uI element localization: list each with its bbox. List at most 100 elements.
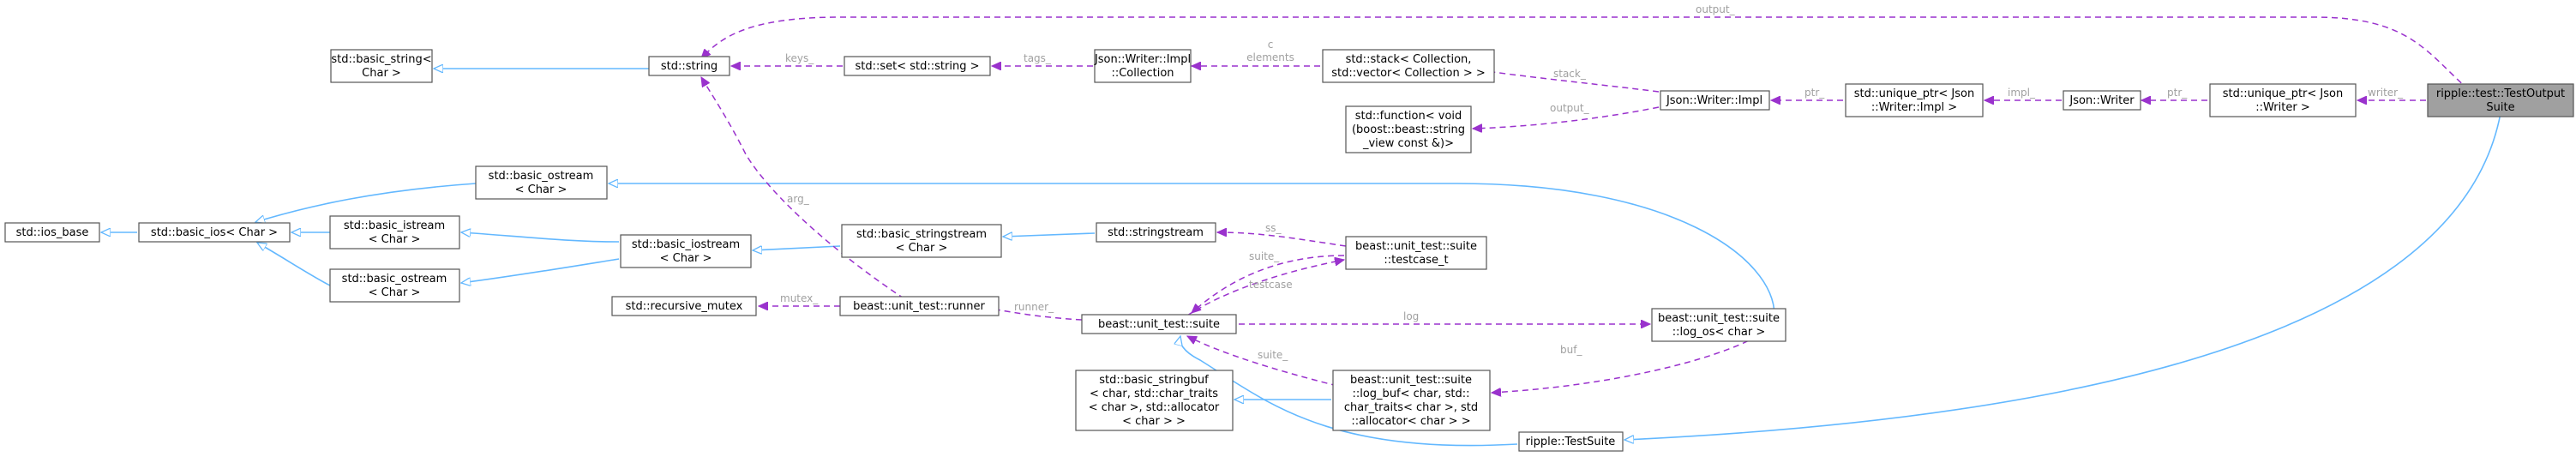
node-label-line: < char > >	[1122, 415, 1186, 428]
edge-label-tags: tags_	[1024, 52, 1052, 64]
node-label-line: std::unique_ptr< Json	[2223, 87, 2343, 100]
edges	[101, 16, 2501, 447]
node-suite[interactable]: beast::unit_test::suite	[1081, 314, 1237, 334]
nodes: ripple::test::TestOutput Suite std::uniq…	[4, 49, 2574, 452]
edge-label-ptr-writer: ptr_	[2167, 87, 2188, 99]
node-label-line: ripple::TestSuite	[1526, 436, 1616, 448]
edge-stack	[1480, 70, 1660, 93]
node-label-line: std::unique_ptr< Json	[1854, 87, 1974, 100]
node-json-writer[interactable]: Json::Writer	[2063, 90, 2141, 111]
edge-label-testcase: testcase	[1249, 279, 1293, 291]
node-label-line: std::stack< Collection,	[1346, 53, 1472, 66]
edge-basic-iostream-to-basic-istream	[461, 232, 620, 243]
node-std-string[interactable]: std::string	[648, 56, 730, 76]
edge-basic-ostream-top-to-basic-ios	[255, 183, 477, 222]
node-label-line: ::log_os< char >	[1672, 326, 1766, 339]
edge-label-writer: writer_	[2368, 87, 2404, 99]
node-label-line: std::stringstream	[1108, 226, 1204, 239]
node-stack-collection[interactable]: std::stack< Collection, std::vector< Col…	[1322, 49, 1495, 83]
node-recursive-mutex[interactable]: std::recursive_mutex	[611, 296, 757, 316]
node-basic-ostream-top[interactable]: std::basic_ostream < Char >	[475, 165, 608, 200]
node-label-line: < Char >	[896, 242, 948, 255]
node-label-line: std::basic_string<	[331, 53, 431, 66]
edge-label-log: log	[1403, 310, 1419, 322]
edge-ss	[1217, 232, 1347, 247]
node-label-line: beast::unit_test::suite	[1098, 318, 1220, 331]
node-label-line: Json::Writer::Impl	[1094, 53, 1191, 66]
edge-label-c: c	[1268, 39, 1274, 51]
edge-label-impl: impl_	[2008, 87, 2036, 99]
node-label-line: Suite	[2486, 101, 2514, 114]
edge-basic-iostream-to-basic-ostream-bottom	[461, 258, 620, 283]
edge-label-buf: buf_	[1560, 344, 1582, 356]
edge-arg	[700, 77, 914, 305]
node-basic-stringbuf[interactable]: std::basic_stringbuf < char, std::char_t…	[1075, 370, 1234, 431]
node-std-function[interactable]: std::function< void (boost::beast::strin…	[1345, 105, 1472, 153]
node-label-line: std::basic_ostream	[342, 273, 447, 286]
edge-label-arg: arg_	[787, 193, 810, 205]
node-basic-stringstream[interactable]: std::basic_stringstream < Char >	[841, 224, 1002, 258]
node-label-line: < Char >	[369, 233, 421, 246]
node-label-line: Json::Writer::Impl	[1666, 94, 1762, 107]
edge-label-suite-top: suite_	[1249, 250, 1280, 262]
node-basic-ios[interactable]: std::basic_ios< Char >	[138, 222, 291, 243]
node-label-line: < Char >	[660, 252, 712, 265]
node-runner[interactable]: beast::unit_test::runner	[839, 296, 1000, 316]
edge-labels: output_ writer_ ptr_ impl_ ptr_ stack_ o…	[780, 3, 2404, 361]
edge-suite-top	[1192, 255, 1345, 313]
node-set-string[interactable]: std::set< std::string >	[844, 56, 991, 76]
node-label-line: std::function< void	[1355, 110, 1462, 123]
node-basic-ostream-bottom[interactable]: std::basic_ostream < Char >	[329, 268, 460, 303]
node-label-line: std::ios_base	[16, 226, 89, 239]
edge-label-mutex: mutex_	[780, 292, 819, 304]
node-unique-ptr-writer-impl[interactable]: std::unique_ptr< Json ::Writer::Impl >	[1845, 83, 1984, 117]
edge-stringstream-to-basic-stringstream	[1003, 233, 1096, 237]
edge-log-os-to-basic-ostream-top	[609, 183, 1775, 316]
node-label-line: std::basic_iostream	[632, 238, 740, 251]
node-label-line: std::basic_ostream	[489, 170, 594, 183]
node-label-line: Char >	[362, 67, 401, 80]
node-label-line: ::Writer >	[2255, 101, 2309, 114]
node-label-line: _view const &)>	[1362, 137, 1454, 150]
node-label-line: std::basic_ios< Char >	[151, 226, 278, 239]
node-label-line: ::log_buf< char, std::	[1352, 388, 1469, 400]
node-ripple-test-suite[interactable]: ripple::TestSuite	[1518, 431, 1624, 452]
edge-runner	[982, 307, 1083, 321]
node-log-buf[interactable]: beast::unit_test::suite ::log_buf< char,…	[1332, 370, 1491, 431]
node-log-os[interactable]: beast::unit_test::suite ::log_os< char >	[1651, 308, 1786, 342]
node-label-line: < Char >	[369, 286, 421, 299]
node-label-line: (boost::beast::string	[1352, 123, 1465, 136]
node-stringstream[interactable]: std::stringstream	[1096, 222, 1216, 243]
edge-suite-bottom	[1187, 335, 1338, 387]
node-label-line: Json::Writer	[2069, 94, 2135, 107]
edge-label-runner: runner_	[1014, 301, 1054, 313]
node-label-line: < char, std::char_traits	[1090, 388, 1218, 400]
node-basic-iostream[interactable]: std::basic_iostream < Char >	[620, 234, 752, 268]
node-label-line: std::set< std::string >	[856, 60, 980, 73]
edge-buf	[1492, 335, 1758, 393]
edge-test-output-suite-to-ripple-testsuite	[1624, 112, 2501, 440]
edge-testcase	[1186, 260, 1344, 316]
edge-output-to-std-string	[701, 16, 2470, 91]
node-label-line: ripple::test::TestOutput	[2436, 87, 2565, 100]
node-basic-string[interactable]: std::basic_string< Char >	[330, 49, 433, 83]
edge-label-suite-bottom: suite_	[1258, 349, 1288, 361]
node-basic-istream[interactable]: std::basic_istream < Char >	[329, 215, 460, 250]
node-unique-ptr-writer[interactable]: std::unique_ptr< Json ::Writer >	[2209, 83, 2357, 117]
edge-label-ptr-impl: ptr_	[1804, 87, 1825, 99]
node-label-line: ::allocator< char > >	[1351, 415, 1470, 428]
node-test-output-suite[interactable]: ripple::test::TestOutput Suite	[2427, 83, 2574, 117]
node-writer-impl[interactable]: Json::Writer::Impl	[1660, 90, 1770, 111]
node-label-line: < char >, std::allocator	[1089, 401, 1220, 414]
node-label-line: std::basic_istream	[344, 219, 445, 232]
node-label-line: ::testcase_t	[1384, 254, 1448, 267]
node-label-line: std::string	[661, 60, 718, 73]
node-writer-impl-collection[interactable]: Json::Writer::Impl ::Collection	[1094, 49, 1192, 83]
node-label-line: beast::unit_test::suite	[1350, 374, 1472, 387]
node-ios-base[interactable]: std::ios_base	[4, 222, 100, 243]
node-testcase-t[interactable]: beast::unit_test::suite ::testcase_t	[1345, 236, 1487, 270]
node-label-line: beast::unit_test::suite	[1355, 240, 1477, 253]
node-label-line: std::vector< Collection > >	[1331, 67, 1486, 80]
node-label-line: < Char >	[515, 183, 567, 196]
